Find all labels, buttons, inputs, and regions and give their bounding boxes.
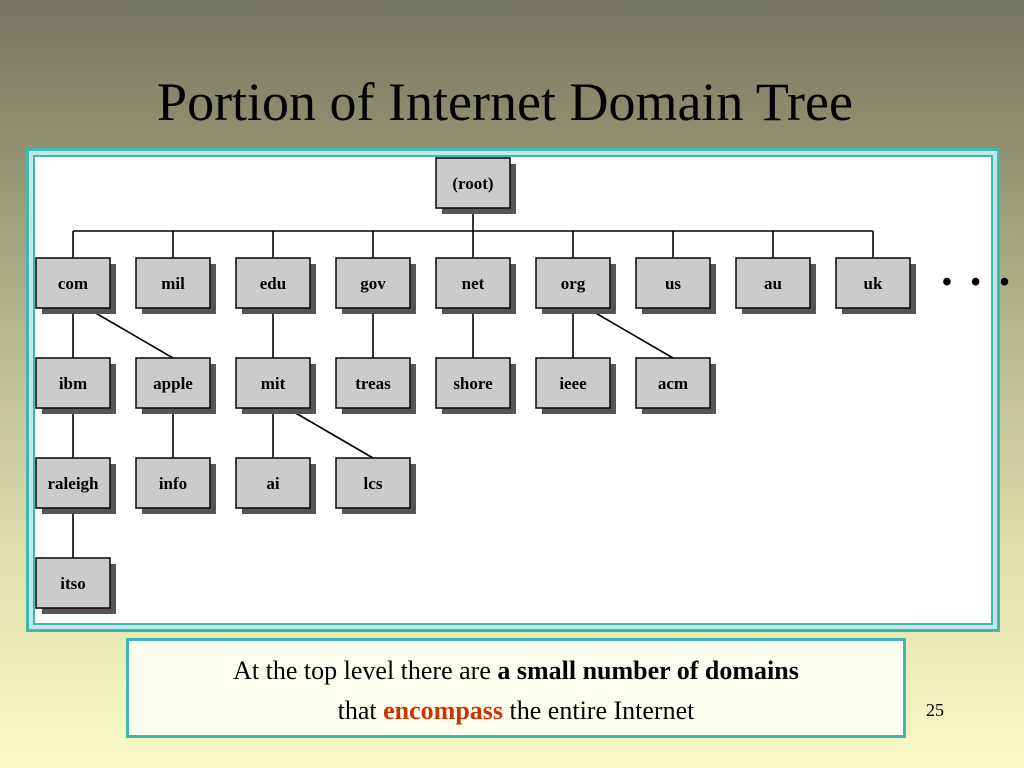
- caption-line-2: that encompass the entire Internet: [129, 691, 903, 731]
- node-label: com: [58, 274, 88, 293]
- node-label: uk: [864, 274, 883, 293]
- edge-mit-lcs: [286, 407, 374, 459]
- tree-node-root: (root): [435, 157, 516, 214]
- node-box: [535, 257, 611, 309]
- node-box: [35, 457, 111, 509]
- node-label: org: [561, 274, 586, 293]
- tree-node-itso: itso: [35, 557, 116, 614]
- tree-node-apple: apple: [135, 357, 216, 414]
- node-box: [535, 357, 611, 409]
- node-box: [835, 257, 911, 309]
- node-box: [135, 257, 211, 309]
- tree-node-raleigh: raleigh: [35, 457, 116, 514]
- tree-node-lcs: lcs: [335, 457, 416, 514]
- caption-bold-text: a small number of domains: [497, 656, 799, 685]
- node-label: ai: [266, 474, 280, 493]
- continuation-ellipsis: • • •: [942, 267, 1015, 298]
- tree-node-net: net: [435, 257, 516, 314]
- node-box: [435, 157, 511, 209]
- node-box: [135, 357, 211, 409]
- tree-node-org: org: [535, 257, 616, 314]
- node-label: au: [764, 274, 782, 293]
- tree-node-ai: ai: [235, 457, 316, 514]
- tree-node-info: info: [135, 457, 216, 514]
- node-label: net: [462, 274, 485, 293]
- node-label: (root): [452, 174, 493, 193]
- edge-org-acm: [586, 307, 674, 359]
- tree-node-com: com: [35, 257, 116, 314]
- caption-line-1: At the top level there are a small numbe…: [129, 651, 903, 691]
- tree-node-au: au: [735, 257, 816, 314]
- node-box: [35, 357, 111, 409]
- tree-node-gov: gov: [335, 257, 416, 314]
- caption-text-2: that: [337, 696, 384, 725]
- node-box: [435, 357, 511, 409]
- tree-node-treas: treas: [335, 357, 416, 414]
- node-box: [635, 257, 711, 309]
- tree-edges: [72, 208, 874, 558]
- tree-node-mil: mil: [135, 257, 216, 314]
- edge-com-apple: [86, 307, 174, 359]
- node-box: [235, 457, 311, 509]
- node-label: edu: [260, 274, 286, 293]
- node-label: ibm: [59, 374, 87, 393]
- tree-node-acm: acm: [635, 357, 716, 414]
- node-box: [35, 257, 111, 309]
- node-label: mit: [261, 374, 286, 393]
- tree-node-uk: uk: [835, 257, 916, 314]
- node-label: shore: [453, 374, 493, 393]
- node-label: gov: [360, 274, 386, 293]
- slide-title: Portion of Internet Domain Tree: [157, 72, 853, 132]
- node-box: [135, 457, 211, 509]
- node-label: raleigh: [48, 474, 100, 493]
- caption-box: At the top level there are a small numbe…: [126, 638, 906, 738]
- node-box: [335, 457, 411, 509]
- tree-node-ibm: ibm: [35, 357, 116, 414]
- node-label: ieee: [559, 374, 587, 393]
- node-box: [735, 257, 811, 309]
- caption-text-1: At the top level there are: [233, 656, 498, 685]
- caption-highlight: encompass: [383, 696, 504, 725]
- node-label: info: [159, 474, 187, 493]
- tree-node-edu: edu: [235, 257, 316, 314]
- node-box: [235, 257, 311, 309]
- page-number: 25: [926, 700, 944, 720]
- node-label: us: [665, 274, 681, 293]
- node-label: mil: [161, 274, 185, 293]
- node-box: [435, 257, 511, 309]
- node-label: acm: [658, 374, 688, 393]
- node-label: itso: [60, 574, 86, 593]
- tree-node-shore: shore: [435, 357, 516, 414]
- node-box: [235, 357, 311, 409]
- node-box: [635, 357, 711, 409]
- node-label: apple: [153, 374, 193, 393]
- tree-node-mit: mit: [235, 357, 316, 414]
- tree-node-ieee: ieee: [535, 357, 616, 414]
- tree-node-us: us: [635, 257, 716, 314]
- node-box: [35, 557, 111, 609]
- node-box: [335, 357, 411, 409]
- node-box: [335, 257, 411, 309]
- node-label: treas: [355, 374, 391, 393]
- caption-text-3: the entire Internet: [503, 696, 695, 725]
- node-label: lcs: [364, 474, 383, 493]
- tree-nodes: (root) com mil edu gov net org us au uk ibm apple mi…: [35, 157, 916, 614]
